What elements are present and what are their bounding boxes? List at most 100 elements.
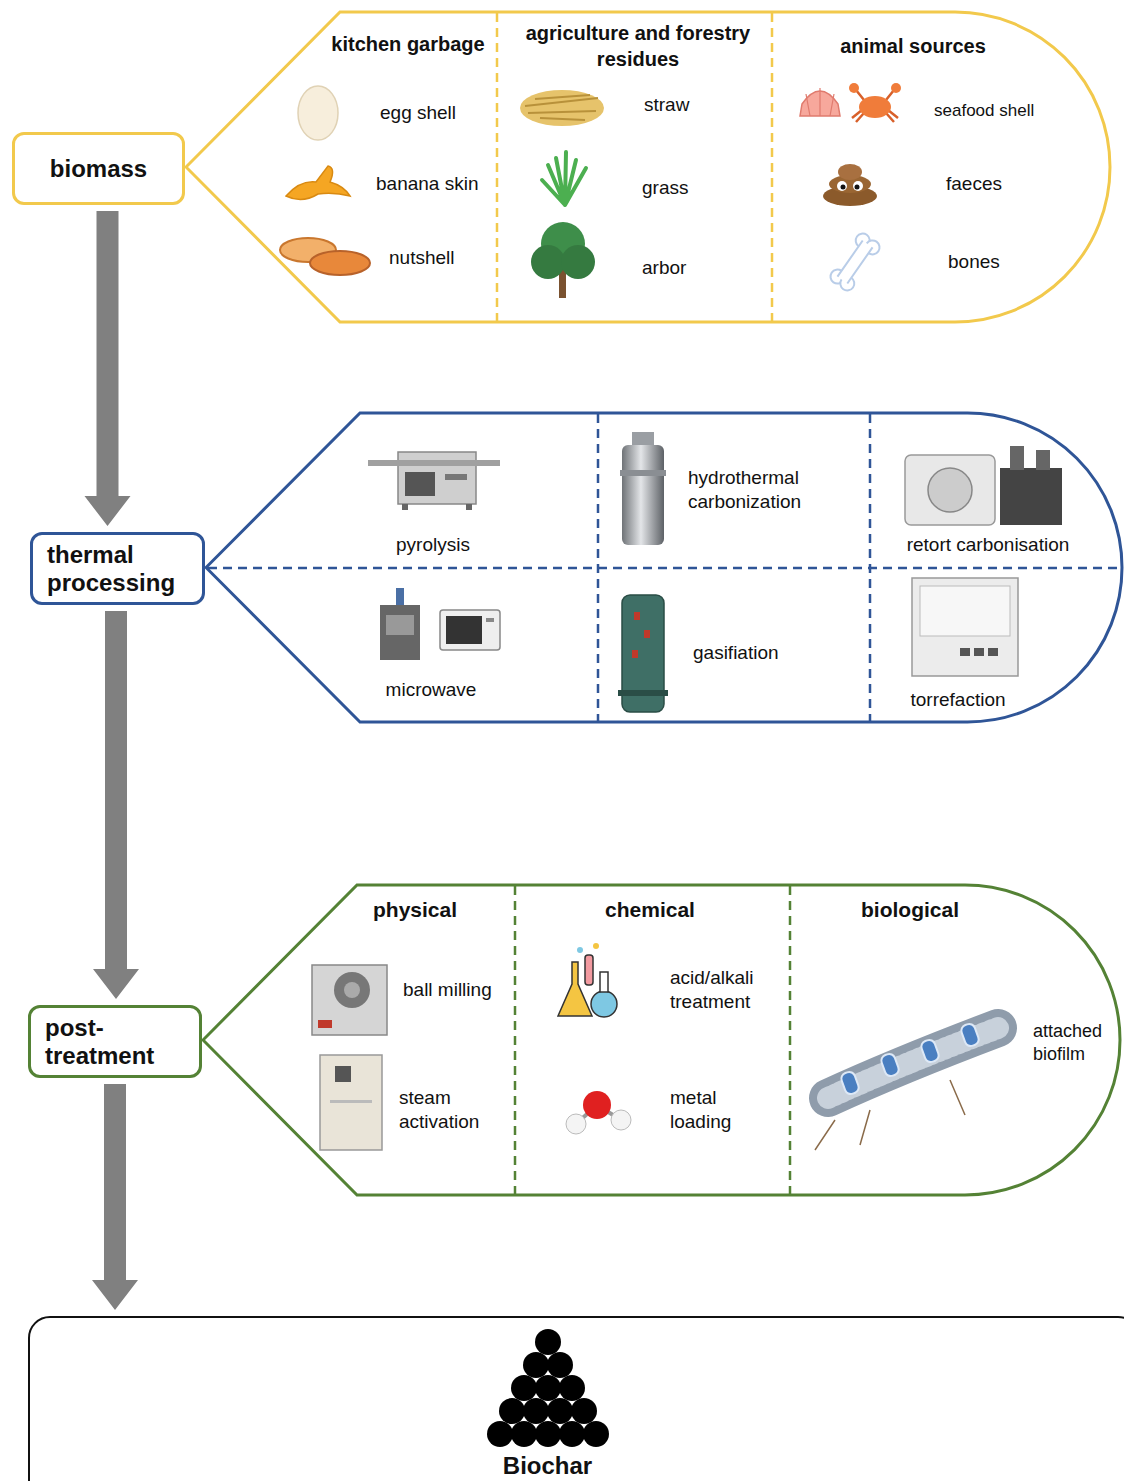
gasifier-icon-part — [644, 630, 650, 638]
flask-icon-part — [585, 955, 593, 985]
item-label: banana skin — [376, 172, 478, 196]
item-label: arbor — [642, 256, 686, 280]
bone-icon — [828, 231, 883, 293]
row-divider — [208, 567, 1122, 570]
egg-icon — [298, 86, 338, 140]
column-divider — [496, 13, 499, 321]
biochar-pile-icon-part — [535, 1375, 561, 1401]
tube-furnace-icon-part — [368, 460, 500, 466]
item-label: torrefaction — [910, 688, 1005, 712]
microwave-icon-part — [386, 615, 414, 635]
item-label: pyrolysis — [396, 533, 470, 557]
gasifier-icon — [618, 595, 668, 712]
retort-furnace-icon — [905, 446, 1062, 525]
biochar-pile-icon-part — [523, 1398, 549, 1424]
faeces-icon-part — [837, 181, 847, 191]
flask-icon-part — [600, 972, 608, 992]
biofilm-icon — [815, 1022, 998, 1150]
bone-icon-part — [837, 241, 872, 284]
product-box: Biochar — [28, 1316, 1124, 1481]
biofilm-icon-part — [920, 1038, 941, 1063]
biochar-pile-icon-part — [487, 1421, 513, 1447]
banana-icon — [286, 166, 350, 200]
panel-outline — [205, 411, 1124, 724]
panel-outline — [202, 883, 1122, 1197]
item-label: nutshell — [389, 246, 455, 270]
tube-furnace-icon-part — [445, 474, 467, 480]
column-divider — [771, 13, 774, 321]
stage-panel: pyrolysishydrothermal carbonizationretor… — [205, 411, 1124, 724]
item-label: acid/alkali treatment — [670, 966, 780, 1015]
crab-icon-part — [891, 83, 901, 93]
item-label: retort carbonisation — [907, 533, 1070, 557]
item-label: ball milling — [403, 978, 492, 1002]
grass-icon-part — [542, 152, 586, 205]
autoclave-icon-part — [620, 470, 666, 476]
banana-icon-part — [286, 166, 350, 200]
tree-icon — [531, 222, 595, 298]
item-label: bones — [948, 250, 1000, 274]
grass-icon — [542, 152, 586, 205]
biochar-pile-icon-part — [571, 1398, 597, 1424]
straw-icon-part — [520, 90, 604, 126]
muffle-furnace-icon-part — [988, 648, 998, 656]
item-label: microwave — [386, 678, 477, 702]
column-heading: agriculture and forestry residues — [523, 21, 753, 72]
faeces-icon — [823, 164, 877, 206]
stage-panel: kitchen garbage egg shell banana skin nutsh… — [185, 10, 1112, 324]
ball-mill-icon-part — [312, 965, 387, 1035]
column-divider — [514, 886, 517, 1194]
item-label: faeces — [946, 172, 1002, 196]
steam-activator-icon-part — [330, 1100, 372, 1103]
crab-icon — [849, 83, 901, 122]
gasifier-icon-part — [618, 690, 668, 696]
biochar-pile-icon — [487, 1329, 609, 1447]
stage-label: biomass — [12, 132, 185, 205]
autoclave-icon-part — [632, 432, 654, 446]
muffle-furnace-icon-part — [974, 648, 984, 656]
muffle-furnace-icon-part — [920, 586, 1010, 636]
flow-arrow — [93, 611, 139, 999]
flask-icon-part — [577, 947, 583, 953]
microwave-icon-part — [440, 610, 500, 650]
item-label: grass — [642, 176, 688, 200]
item-label: egg shell — [380, 101, 456, 125]
item-label: gasifiation — [693, 641, 779, 665]
item-label: steam activation — [399, 1086, 509, 1135]
flask-icon — [558, 943, 617, 1017]
molecule-icon-part — [583, 1091, 611, 1119]
crab-icon-part — [849, 83, 859, 93]
flask-icon-part — [593, 943, 599, 949]
column-heading: biological — [861, 897, 959, 924]
nutshell-icon — [280, 238, 370, 275]
bone-icon-part — [837, 241, 872, 284]
biochar-pile-icon-part — [511, 1421, 537, 1447]
biochar-pile-icon-part — [547, 1398, 573, 1424]
biochar-pile-icon-part — [535, 1421, 561, 1447]
muffle-furnace-icon-part — [912, 578, 1018, 676]
molecule-icon-part — [566, 1114, 586, 1134]
retort-furnace-icon-part — [1010, 446, 1024, 470]
gasifier-icon-part — [634, 612, 640, 620]
column-heading: kitchen garbage — [331, 32, 484, 58]
egg-icon-part — [298, 86, 338, 140]
biochar-pile-icon-part — [523, 1352, 549, 1378]
ball-mill-icon-part — [334, 972, 370, 1008]
autoclave-icon — [620, 432, 666, 545]
muffle-furnace-icon — [912, 578, 1018, 676]
seafood-shell-icon-part — [806, 88, 834, 116]
biofilm-icon-part — [840, 1070, 861, 1095]
tube-furnace-icon-part — [398, 452, 476, 504]
column-heading: physical — [373, 897, 457, 924]
tube-furnace-icon-part — [405, 472, 435, 496]
tree-icon-part — [561, 245, 595, 279]
biochar-pile-icon-part — [499, 1398, 525, 1424]
item-label: seafood shell — [934, 100, 1034, 122]
stage-name: post- treatment — [45, 1014, 185, 1069]
biochar-pile-icon-part — [535, 1329, 561, 1355]
microwave-icon-part — [380, 605, 420, 660]
